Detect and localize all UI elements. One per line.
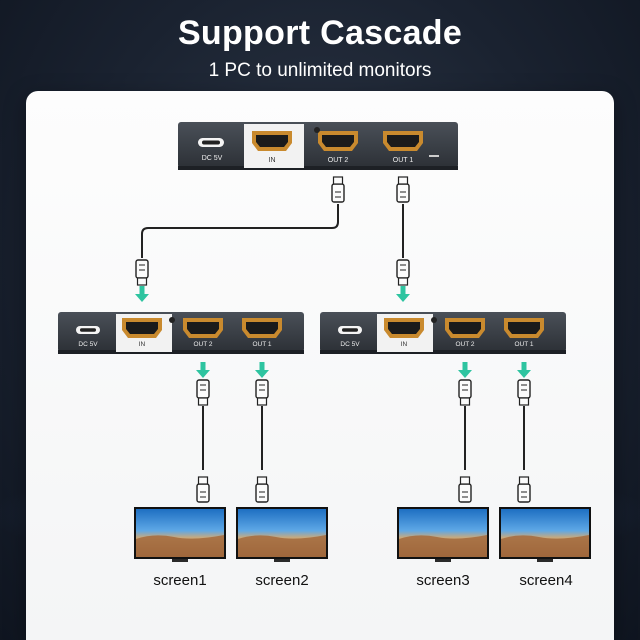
- page-title: Support Cascade: [177, 14, 463, 52]
- cable-out1-to-right-splitter: [396, 176, 410, 302]
- in-label: IN: [139, 341, 146, 348]
- splitter-right: DC 5V IN OUT 2 OUT 1: [320, 312, 566, 354]
- cable-to-screen4: [517, 362, 531, 503]
- hdmi-in-port: [384, 318, 424, 338]
- arrow-down-icon: [255, 362, 269, 378]
- screen-label-1: screen1: [153, 572, 207, 589]
- cable-to-screen3: [458, 362, 472, 503]
- monitor-icon: [499, 507, 591, 562]
- arrow-down-icon: [517, 362, 531, 378]
- hdmi-out1-port: [383, 131, 423, 151]
- arrow-down-icon: [196, 362, 210, 378]
- dc-label: DC 5V: [78, 341, 98, 348]
- splitter-top: DC 5V IN OUT 2 OUT 1: [178, 122, 458, 170]
- cable-to-screen2: [255, 362, 269, 503]
- splitter-left: DC 5V IN OUT 2 OUT 1: [58, 312, 304, 354]
- dc-label: DC 5V: [340, 341, 360, 348]
- monitor-icon: [397, 507, 489, 562]
- out1-label: OUT 1: [252, 341, 271, 348]
- hdmi-out1-port: [242, 318, 282, 338]
- out1-label: OUT 1: [514, 341, 533, 348]
- monitor-icon: [236, 507, 328, 562]
- hdmi-out1-port: [504, 318, 544, 338]
- arrow-down-icon: [396, 286, 410, 302]
- led-icon: [431, 317, 437, 323]
- cable-to-screen1: [196, 362, 210, 503]
- screen-label-3: screen3: [416, 572, 470, 589]
- hdmi-out2-port: [445, 318, 485, 338]
- hdmi-out2-port: [318, 131, 358, 151]
- led-icon: [314, 127, 320, 133]
- cable-out2-to-left-splitter: [135, 176, 345, 302]
- hdmi-out2-port: [183, 318, 223, 338]
- out2-label: OUT 2: [455, 341, 474, 348]
- in-label: IN: [269, 157, 276, 164]
- in-label: IN: [401, 341, 408, 348]
- out2-label: OUT 2: [193, 341, 212, 348]
- screen-label-4: screen4: [519, 572, 573, 589]
- led-icon: [169, 317, 175, 323]
- screen-label-2: screen2: [255, 572, 309, 589]
- page-subtitle: 1 PC to unlimited monitors: [208, 60, 432, 81]
- hdmi-in-port: [252, 131, 292, 151]
- arrow-down-icon: [135, 286, 149, 302]
- monitor-icon: [134, 507, 226, 562]
- out2-label: OUT 2: [328, 157, 349, 164]
- hdmi-in-port: [122, 318, 162, 338]
- arrow-down-icon: [458, 362, 472, 378]
- dc-label: DC 5V: [202, 155, 223, 162]
- out1-label: OUT 1: [393, 157, 414, 164]
